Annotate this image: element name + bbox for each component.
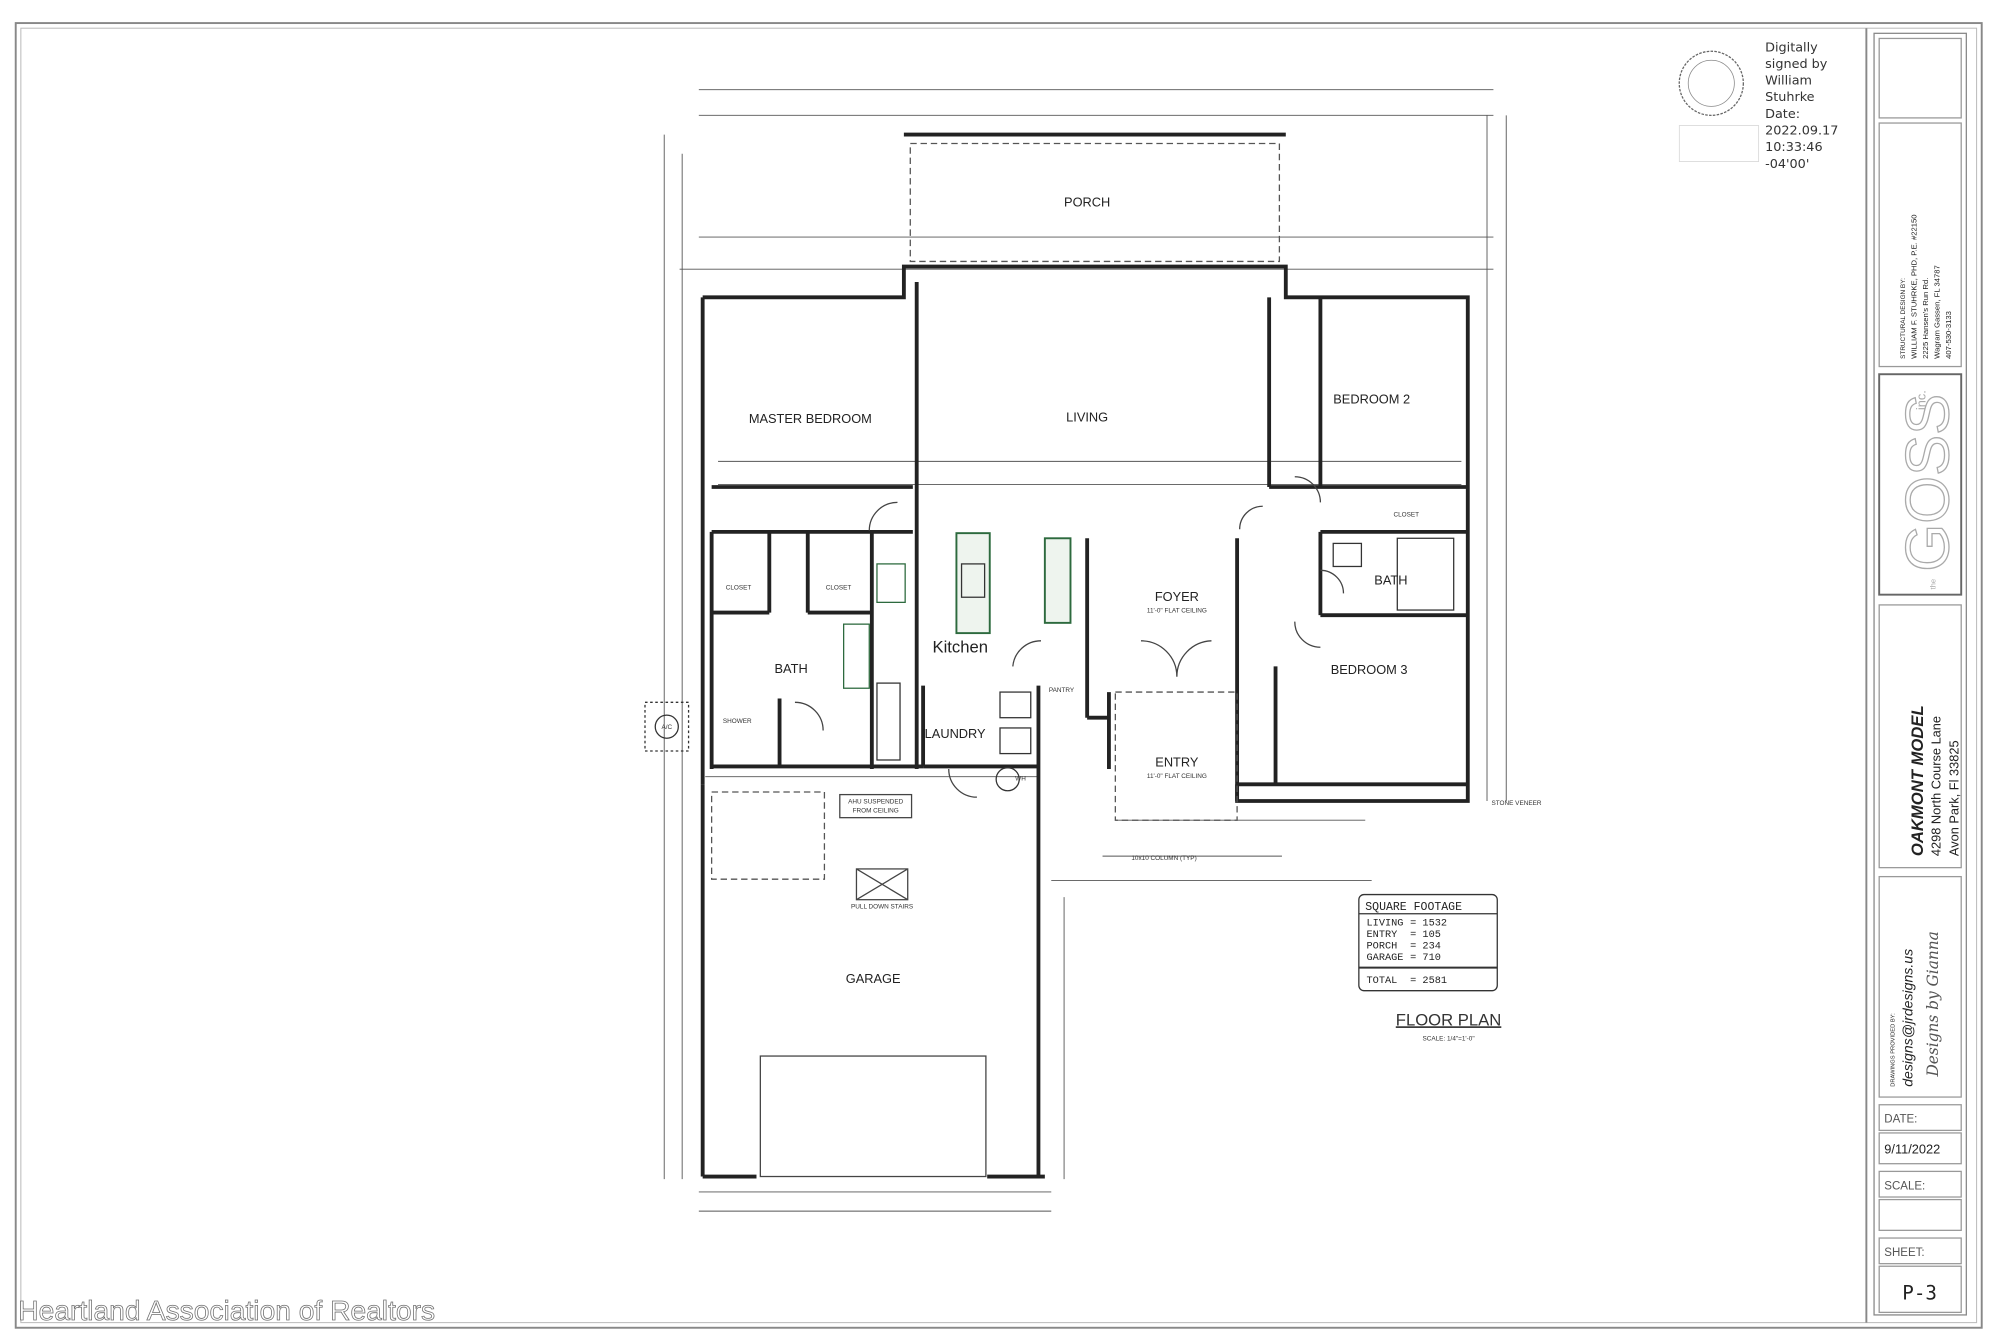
label-pantry: PANTRY <box>1049 687 1075 694</box>
label-ac: A/C <box>661 724 672 731</box>
sf-value: = 105 <box>1410 929 1441 941</box>
sf-value: = 710 <box>1410 952 1441 964</box>
signature-line: Date: <box>1765 107 1800 122</box>
project-city: Avon Park, Fl 33825 <box>1947 740 1962 856</box>
label-shower: SHOWER <box>723 718 752 725</box>
label-master-bedroom: MASTER BEDROOM <box>749 411 872 426</box>
digital-signature: Digitally signed by William Stuhrke Date… <box>1765 40 1838 172</box>
label-bath-2: BATH <box>1374 572 1407 587</box>
label-column: 10x10 COLUMN (TYP) <box>1131 855 1196 862</box>
doors <box>794 476 1345 798</box>
square-footage-title: SQUARE FOOTAGE <box>1365 901 1462 914</box>
dimension-lines <box>663 89 1507 1212</box>
label-pull-down-stairs: PULL DOWN STAIRS <box>851 904 913 911</box>
drawings-by: DRAWINGS PROVIDED BY: <box>1891 1013 1897 1087</box>
designer-email: designs@jrdesigns.us <box>1900 949 1916 1087</box>
label-closet: CLOSET <box>1393 511 1419 518</box>
signature-line: signed by <box>1765 57 1828 72</box>
sheet-label: SHEET: <box>1884 1247 1924 1259</box>
engineer-city: Wagram Gassen, FL 34787 <box>1932 265 1941 359</box>
scale-label: SCALE: <box>1884 1180 1925 1192</box>
sf-label: LIVING <box>1367 917 1404 929</box>
title-block: STRUCTURAL DESIGN BY: WILLIAM F. STUHRKE… <box>1873 32 1967 1316</box>
label-living: LIVING <box>1066 410 1108 425</box>
porch-outline <box>909 142 1281 263</box>
signature-line: William <box>1765 74 1812 89</box>
signature-line: 2022.09.17 <box>1765 124 1838 139</box>
project-name: OAKMONT MODEL <box>1908 705 1927 856</box>
sf-total-label: TOTAL <box>1367 975 1398 987</box>
structural-by: STRUCTURAL DESIGN BY: <box>1900 278 1907 359</box>
label-laundry: LAUNDRY <box>925 726 986 741</box>
date-value: 9/11/2022 <box>1884 1141 1940 1156</box>
label-stone-veneer: STONE VENEER <box>1492 800 1542 807</box>
watermark: Heartland Association of Realtors <box>18 1294 435 1326</box>
sf-label: GARAGE <box>1367 952 1404 964</box>
label-foyer: FOYER <box>1155 589 1199 604</box>
plan-scale: SCALE: 1/4"=1'-0" <box>1423 1036 1475 1043</box>
logo-suffix: inc. <box>1913 390 1928 410</box>
plan-title: FLOOR PLAN <box>1396 1010 1502 1029</box>
label-garage: GARAGE <box>846 971 901 986</box>
label-bedroom-3: BEDROOM 3 <box>1331 662 1408 677</box>
label-closet: CLOSET <box>826 585 852 592</box>
label-closet: CLOSET <box>726 585 752 592</box>
engineer-phone: 407-530-3133 <box>1944 311 1953 359</box>
label-wh: WH <box>1015 776 1026 783</box>
logo-prefix: the <box>1929 579 1938 590</box>
label-porch: PORCH <box>1064 194 1110 209</box>
label-bedroom-2: BEDROOM 2 <box>1333 392 1410 407</box>
label-master-bath: BATH <box>775 661 808 676</box>
entry-outline <box>1114 691 1238 821</box>
label-kitchen: Kitchen <box>932 637 988 656</box>
signature-line: Digitally <box>1765 40 1818 55</box>
walls <box>700 264 1470 1179</box>
engineer-address: 2225 Hansen's Run Rd. <box>1921 278 1930 359</box>
sheet-border <box>14 22 1983 1329</box>
goss-logo: GOSS <box>1893 394 1962 572</box>
signature-line: Stuhrke <box>1765 90 1815 105</box>
label-entry: ENTRY <box>1155 754 1199 769</box>
sf-value: = 234 <box>1410 940 1441 952</box>
engineer-seal <box>1678 50 1760 162</box>
ac-unit <box>654 714 679 739</box>
sheet-number: P-3 <box>1902 1282 1937 1305</box>
sf-total-value: = 2581 <box>1410 975 1447 987</box>
engineer-name: WILLIAM F. STUHRKE, PHD, P.E. #22150 <box>1909 214 1918 358</box>
signature-line: -04'00' <box>1765 157 1809 172</box>
square-footage-table: SQUARE FOOTAGE LIVING = 1532 ENTRY = 105… <box>1358 893 1498 992</box>
label-foyer-ceiling: 11'-0" FLAT CEILING <box>1147 608 1207 615</box>
label-ahu: AHU SUSPENDED <box>848 799 903 806</box>
sf-label: PORCH <box>1367 940 1398 952</box>
attic-area <box>710 791 826 880</box>
garage-door <box>759 1055 987 1178</box>
date-label: DATE: <box>1884 1114 1917 1126</box>
label-entry-ceiling: 11'-0" FLAT CEILING <box>1147 773 1207 780</box>
designer-signature-logo: Designs by Gianna <box>1924 931 1942 1077</box>
label-ahu: FROM CEILING <box>853 808 899 815</box>
sf-label: ENTRY <box>1367 929 1398 941</box>
signature-line: 10:33:46 <box>1765 140 1822 155</box>
sf-value: = 1532 <box>1410 917 1447 929</box>
project-address: 4298 North Course Lane <box>1929 716 1944 856</box>
